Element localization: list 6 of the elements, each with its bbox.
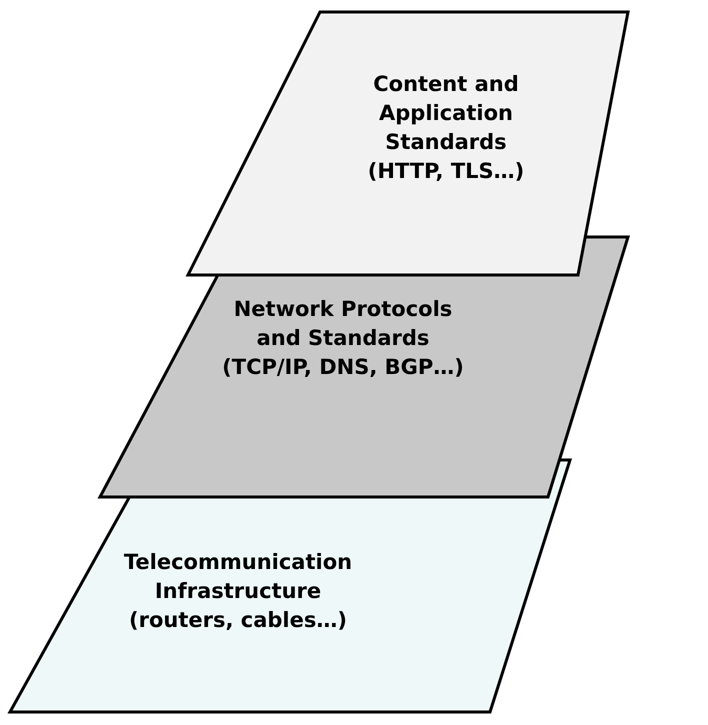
layer-label: Telecommunication Infrastructure (routers, cables…) bbox=[122, 549, 354, 634]
layer-parallelogram bbox=[8, 458, 572, 714]
layer-parallelogram bbox=[98, 235, 630, 499]
layer-label: Content and Application Standards (HTTP, TLS…) bbox=[366, 71, 526, 185]
layer-parallelogram bbox=[186, 10, 630, 277]
layer-label: Network Protocols and Standards (TCP/IP, DNS, BGP…) bbox=[221, 296, 465, 381]
